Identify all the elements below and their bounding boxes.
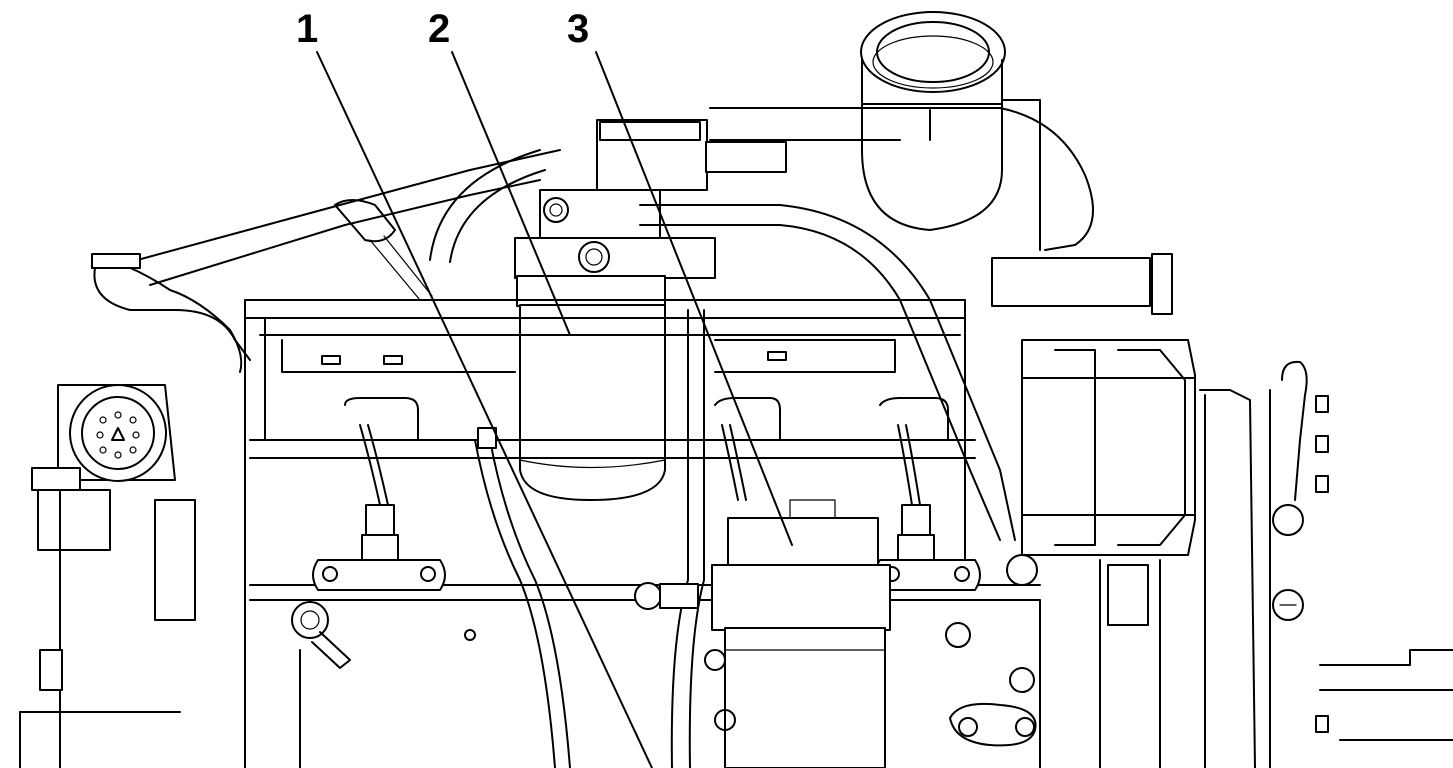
- lower-left-fitting: [291, 601, 476, 768]
- leader-line-1: [316, 51, 653, 768]
- callout-1: 1: [296, 7, 318, 51]
- turbocharger: [991, 253, 1196, 626]
- engine-block: [244, 299, 1041, 768]
- lower-block-details: [704, 559, 1161, 768]
- left-connector: [19, 384, 196, 768]
- injectors: [312, 424, 981, 591]
- callout-2: 2: [428, 7, 450, 51]
- leader-line-2: [451, 51, 571, 336]
- air-intake-pipe: [709, 11, 1094, 251]
- fuel-lines: [474, 309, 705, 768]
- leader-line-3: [595, 51, 793, 546]
- leader-lines: [316, 51, 793, 768]
- callout-3: 3: [567, 7, 589, 51]
- injection-pump: [429, 119, 1038, 586]
- fuel-filter-upper: [516, 275, 666, 501]
- fuel-filter-lower: [711, 499, 891, 768]
- upper-left-hose: [91, 149, 561, 373]
- pulley-assembly: [1199, 360, 1453, 768]
